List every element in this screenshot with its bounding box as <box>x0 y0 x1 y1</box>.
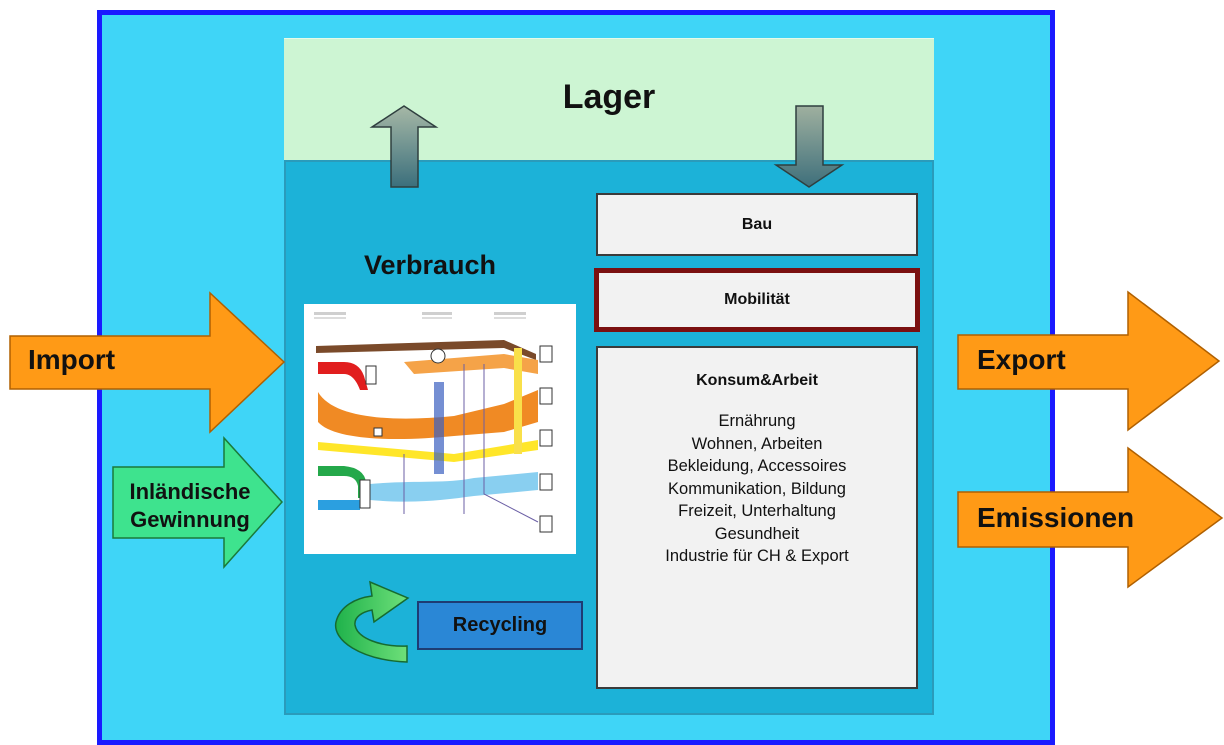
export-arrow <box>957 290 1221 432</box>
verbrauch-title: Verbrauch <box>363 250 497 280</box>
import-label: Import <box>28 344 116 375</box>
sankey-node-1 <box>365 365 377 385</box>
konsum-item: Bekleidung, Accessoires <box>667 457 847 475</box>
konsum-item: Wohnen, Arbeiten <box>691 434 823 453</box>
sankey-orange-flow-main <box>318 390 538 440</box>
sankey-darkblue-flow <box>434 382 444 474</box>
bau-box: Bau <box>596 193 918 256</box>
inlaendische-gewinnung-arrow <box>112 436 284 569</box>
sankey-lightblue-flow <box>370 472 538 502</box>
emissionen-arrow <box>957 446 1224 589</box>
sankey-node-2 <box>359 479 371 509</box>
import-arrow <box>9 291 286 434</box>
inlaendische-line1: Inländische <box>129 479 251 504</box>
konsum-item: Industrie für CH & Export <box>665 547 849 565</box>
arrow-to-lager <box>369 105 439 188</box>
inlaendische-line2: Gewinnung <box>130 507 250 532</box>
recycling-box: Recycling <box>417 601 583 650</box>
arrow-from-lager <box>773 105 845 188</box>
sankey-yellow-vertical <box>514 348 522 454</box>
sankey-end-use-boxes <box>539 345 553 533</box>
konsum-arbeit-title: Konsum&Arbeit <box>696 372 818 389</box>
sankey-header-marks <box>314 312 526 319</box>
konsum-arbeit-box: Konsum&Arbeit Ernährung Wohnen, Arbeiten… <box>596 346 918 689</box>
sankey-thumbnail <box>304 304 576 554</box>
konsum-item: Ernährung <box>718 412 796 430</box>
sankey-node-3 <box>430 348 446 364</box>
recycling-arrow <box>334 580 410 663</box>
bau-label: Bau <box>741 215 773 233</box>
inlaendische-gewinnung-label: Inländische Gewinnung <box>120 478 260 534</box>
mobilitaet-box: Mobilität <box>594 268 920 332</box>
emissionen-label: Emissionen <box>977 502 1135 533</box>
konsum-item: Gesundheit <box>714 524 800 543</box>
sankey-orange-flow-upper <box>404 354 538 374</box>
sankey-node-4 <box>373 427 383 437</box>
sankey-red-flow <box>318 362 368 390</box>
lager-label: Lager <box>562 78 656 116</box>
konsum-item: Freizeit, Unterhaltung <box>678 502 836 520</box>
lager-box: Lager <box>284 38 934 160</box>
export-label: Export <box>977 344 1066 375</box>
sankey-blue-flow <box>318 500 360 510</box>
sankey-yellow-flow <box>318 440 538 462</box>
sankey-green-flow <box>318 466 366 498</box>
sankey-brown-flow <box>316 340 536 360</box>
mobilitaet-label: Mobilität <box>724 291 790 308</box>
recycling-label: Recycling <box>452 614 548 636</box>
konsum-item: Kommunikation, Bildung <box>668 479 846 498</box>
energy-flow-diagram-image <box>304 304 576 554</box>
sankey-thin-lines <box>403 364 539 523</box>
